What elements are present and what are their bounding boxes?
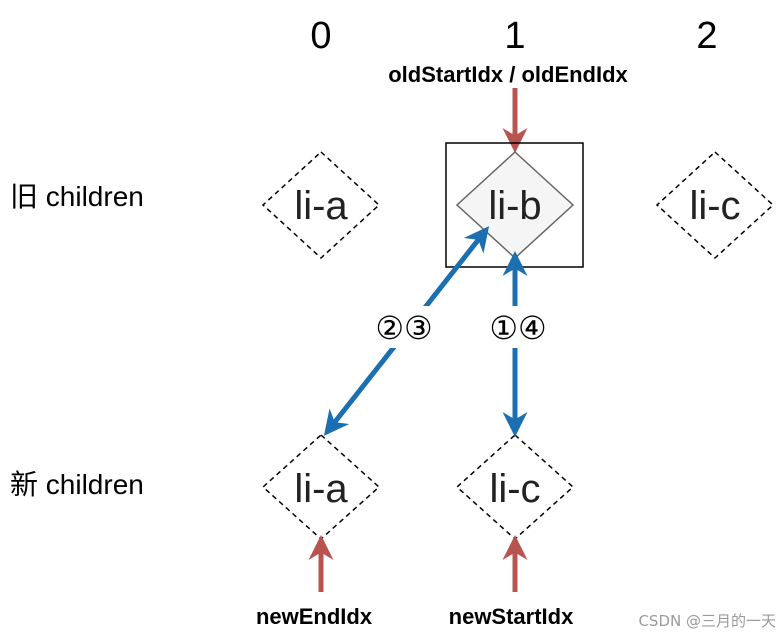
old-pointer-label: oldStartIdx / oldEndIdx xyxy=(388,62,628,87)
old-children-label: 旧 children xyxy=(10,181,144,212)
old-node-li-a-label: li-a xyxy=(294,184,348,228)
new-node-li-a: li-a xyxy=(261,433,381,541)
old-node-li-a: li-a xyxy=(261,150,381,260)
watermark-text: CSDN @三月的一天 xyxy=(638,612,776,630)
old-node-li-c: li-c xyxy=(655,150,775,260)
vertical-step-label: ①④ xyxy=(489,309,546,347)
index-label-0: 0 xyxy=(310,15,331,57)
new-start-pointer-label: newStartIdx xyxy=(449,604,574,629)
new-node-li-a-label: li-a xyxy=(294,467,348,511)
new-children-label: 新 children xyxy=(10,469,144,500)
new-end-pointer-label: newEndIdx xyxy=(256,604,373,629)
index-label-1: 1 xyxy=(504,15,525,57)
old-node-li-c-label: li-c xyxy=(689,184,740,228)
old-node-li-b-label: li-b xyxy=(488,184,541,228)
diagonal-step-label-bg xyxy=(364,306,444,348)
index-label-2: 2 xyxy=(696,15,717,57)
new-node-li-c-label: li-c xyxy=(489,467,540,511)
vertical-step-label-bg xyxy=(478,306,558,348)
diagonal-step-label: ②③ xyxy=(375,309,432,347)
new-node-li-c: li-c xyxy=(455,433,575,541)
